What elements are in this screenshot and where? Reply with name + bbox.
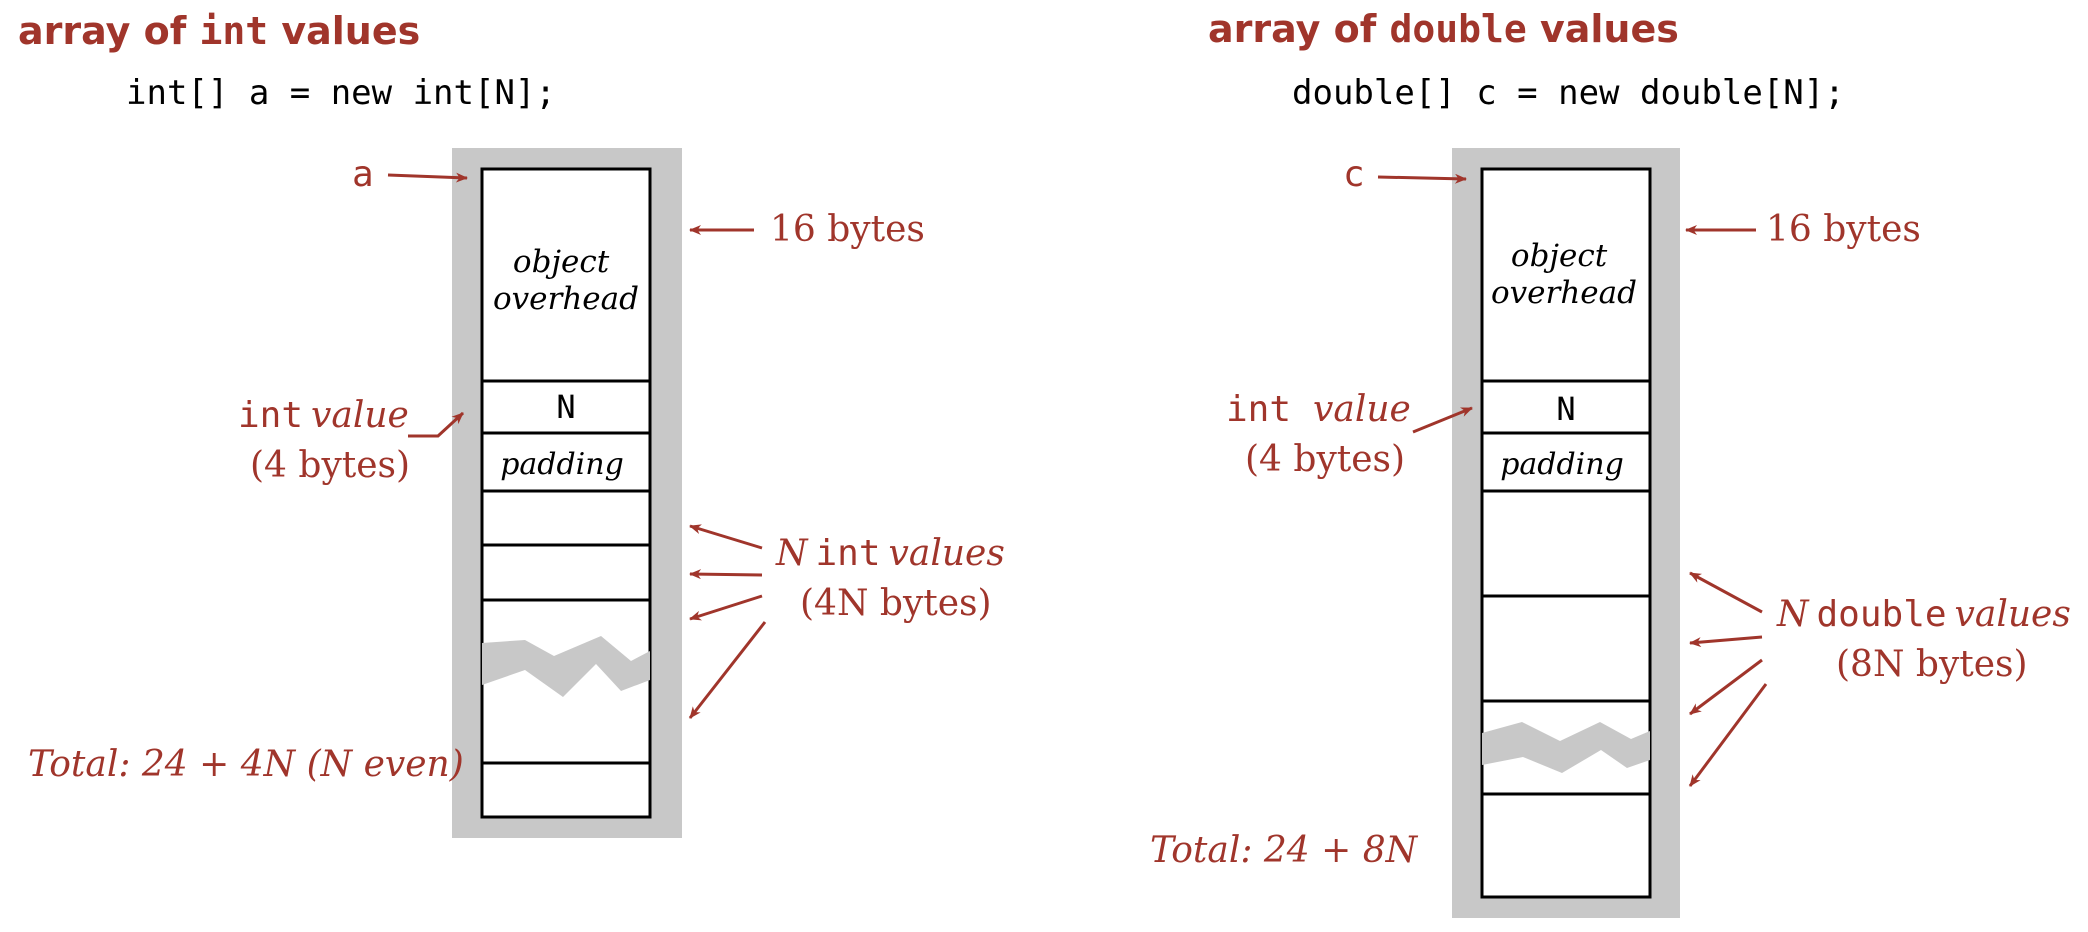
break-mark <box>1482 722 1650 773</box>
value-arrow <box>688 621 767 719</box>
int-value-arrow <box>1412 406 1473 434</box>
object-overhead-cell <box>1480 167 1652 383</box>
heading-type: double <box>1389 7 1526 51</box>
int-value-type: int <box>1226 389 1291 430</box>
value-arrow <box>689 569 763 580</box>
int-value-type: int <box>238 395 303 436</box>
value-arrow <box>1688 683 1768 787</box>
padding-cell <box>480 431 652 493</box>
overhead-bytes-label: 16 bytes <box>1766 209 1921 250</box>
int-value-label: int value <box>1226 389 1411 430</box>
int-array-heading: array of int values <box>18 9 420 53</box>
heading-suffix: values <box>1527 7 1679 51</box>
heading-type: int <box>199 9 268 53</box>
int-array-panel: array of int values int[] a = new int[N]… <box>18 9 1005 838</box>
int-value-word: value <box>1313 389 1411 430</box>
values-type: double <box>1817 594 1947 635</box>
int-array-code: int[] a = new int[N]; <box>126 73 556 113</box>
object-overhead-label: object overhead <box>493 244 639 317</box>
overhead-line2: overhead <box>1491 275 1637 311</box>
double-array-panel: array of double values double[] c = new … <box>1150 7 2071 918</box>
double-array-code: double[] c = new double[N]; <box>1292 73 1845 113</box>
overhead-bytes-label: 16 bytes <box>770 209 925 250</box>
value-arrow <box>1689 635 1763 648</box>
value-arrow <box>689 594 763 621</box>
heading-suffix: values <box>268 9 420 53</box>
int-value-word: value <box>311 395 409 436</box>
overhead-line1: object <box>513 244 610 280</box>
heading-prefix: array of <box>18 9 199 53</box>
break-mark <box>482 636 650 697</box>
ref-c-label: c <box>1343 154 1365 195</box>
values-word: values <box>1955 594 2071 635</box>
total-label: Total: 24 + 4N (N even) <box>28 744 464 785</box>
overhead-line1: object <box>1511 238 1608 274</box>
values-word: values <box>889 533 1005 574</box>
ref-a-arrow <box>387 172 468 183</box>
n-length-cell <box>480 379 652 435</box>
n-length-label: N <box>1556 390 1575 428</box>
n-length-label: N <box>556 388 575 426</box>
ref-a-label: a <box>352 154 374 195</box>
value-arrow <box>689 524 763 550</box>
ref-c-arrow <box>1377 173 1467 184</box>
double-array-heading: array of double values <box>1208 7 1679 51</box>
values-type: int <box>816 533 881 574</box>
padding-label: padding <box>500 447 624 482</box>
padding-label: padding <box>1500 447 1624 482</box>
heading-prefix: array of <box>1208 7 1389 51</box>
values-n: N <box>1776 594 1810 635</box>
values-size: (8N bytes) <box>1836 644 2028 685</box>
object-overhead-cell <box>480 167 652 383</box>
value-arrow <box>1689 658 1763 716</box>
padding-cell <box>1480 431 1652 493</box>
values-region <box>1480 489 1652 899</box>
int-value-arrow <box>408 411 465 438</box>
total-label: Total: 24 + 8N <box>1150 830 1419 871</box>
object-overhead-label: object overhead <box>1491 238 1637 311</box>
values-n: N <box>775 533 809 574</box>
values-size: (4N bytes) <box>800 583 992 624</box>
int-value-size: (4 bytes) <box>250 445 410 486</box>
int-value-size: (4 bytes) <box>1245 439 1405 480</box>
overhead-line2: overhead <box>493 281 639 317</box>
value-arrow <box>1689 571 1763 614</box>
